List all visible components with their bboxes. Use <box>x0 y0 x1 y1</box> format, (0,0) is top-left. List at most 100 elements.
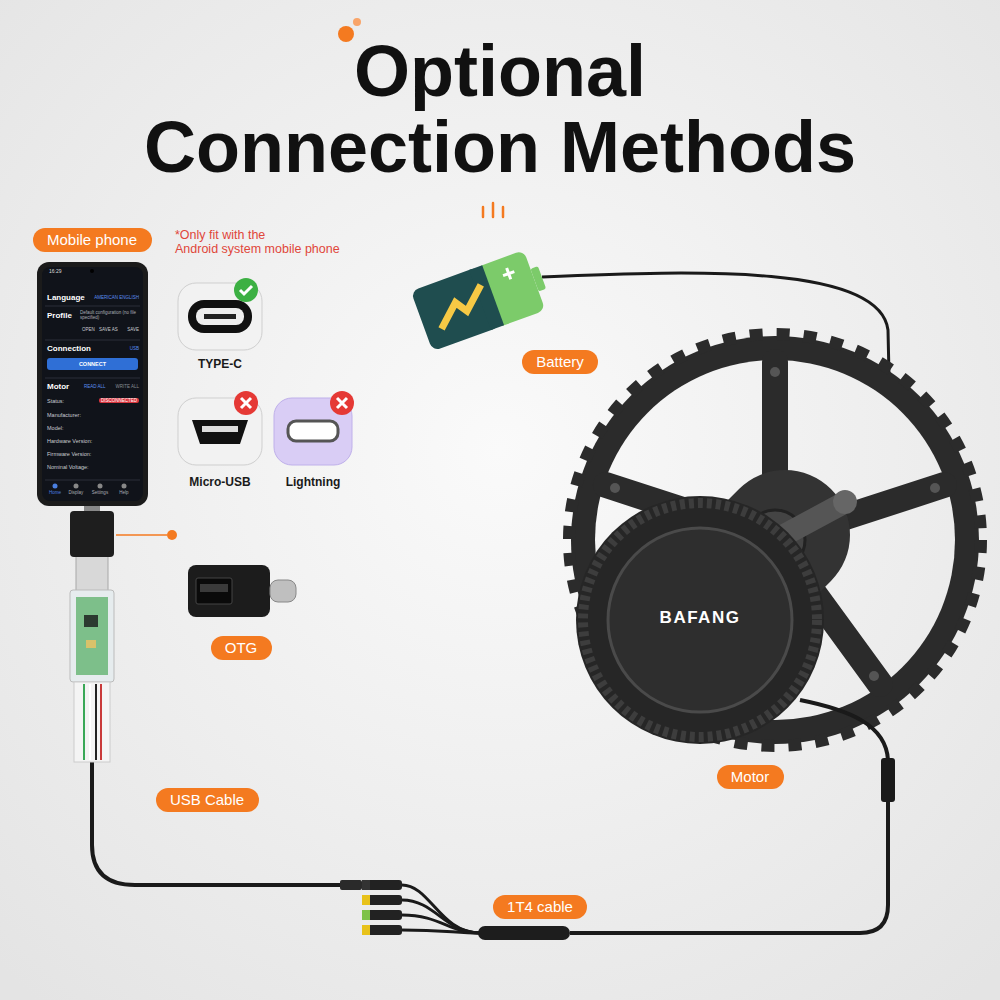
one-to-four-cable <box>478 926 570 940</box>
type-c-port <box>240 286 252 294</box>
chainring <box>571 336 979 744</box>
part-label-text: Battery <box>535 353 585 371</box>
part-label-text: OTG <box>224 639 259 657</box>
type-c-port <box>204 314 236 319</box>
screen-field: Firmware Version: <box>47 451 91 457</box>
status-badge: DISCONNECTED <box>99 398 139 403</box>
usb-dongle <box>100 684 102 760</box>
micro-usb-port <box>234 391 258 415</box>
part-label: OTG <box>211 636 272 660</box>
screen-heading: Profile <box>47 311 72 320</box>
phone <box>37 262 148 506</box>
motor-unit <box>833 490 857 514</box>
part-label-text: 1T4 cable <box>506 898 574 916</box>
title-dot <box>338 26 354 42</box>
screen-tab: Display <box>69 490 84 495</box>
one-to-four-cable <box>402 930 480 933</box>
screen-text: USB <box>130 346 139 351</box>
usb-dongle <box>74 682 110 762</box>
type-c-port <box>178 278 262 350</box>
one-to-four-cable <box>362 895 402 905</box>
screen-button: CONNECT <box>79 361 106 367</box>
otg-adapter <box>196 578 232 604</box>
one-to-four-cable <box>362 880 402 890</box>
phone <box>122 484 127 489</box>
lightning-port <box>330 391 354 415</box>
usb-dongle <box>86 640 96 648</box>
battery-icon <box>432 285 490 329</box>
part-label: Mobile phone <box>33 228 152 252</box>
usb-cable <box>92 762 342 885</box>
micro-usb-port <box>178 398 262 465</box>
part-label: 1T4 cable <box>493 895 587 919</box>
phone <box>45 306 140 480</box>
screen-button: WRITE ALL <box>115 384 139 389</box>
one-to-four-cable <box>402 900 480 933</box>
otg-adapter <box>270 580 296 602</box>
part-label-text: Mobile phone <box>46 231 139 249</box>
usb-dongle <box>95 684 97 760</box>
screen-field: Nominal Voltage: <box>47 464 89 470</box>
type-c-port <box>234 278 258 302</box>
one-to-four-cable <box>362 910 370 920</box>
type-c-port <box>196 308 244 325</box>
part-label-text: Motor <box>730 768 771 786</box>
part-label: USB Cable <box>156 788 259 812</box>
chainring <box>610 483 620 493</box>
micro-usb-port <box>192 420 248 444</box>
one-to-four-cable <box>362 910 402 920</box>
brand-logo: BAFANG <box>660 608 741 628</box>
otg-leader <box>116 534 167 536</box>
port-name: Micro-USB <box>189 476 250 490</box>
usb-cable <box>92 762 362 890</box>
screen-field: Hardware Version: <box>47 438 92 444</box>
part-label: Battery <box>522 350 598 374</box>
one-to-four-cable <box>362 880 370 890</box>
screen-tab: Home <box>49 490 61 495</box>
usb-dongle <box>89 684 91 760</box>
phone-adapter <box>70 505 114 557</box>
phone <box>74 484 79 489</box>
chainring <box>930 483 940 493</box>
battery-icon <box>501 266 516 281</box>
screen-heading: Language <box>47 293 85 302</box>
motor-cable <box>800 700 888 760</box>
port-name: TYPE-C <box>198 358 242 372</box>
compatibility-note: *Only fit with the Android system mobile… <box>175 228 395 257</box>
one-to-four-cable <box>402 885 480 933</box>
phone <box>90 269 94 273</box>
battery-marks <box>502 207 505 217</box>
battery-marks <box>492 203 495 217</box>
phone <box>37 262 148 506</box>
chainring <box>770 367 780 377</box>
part-label: Motor <box>717 765 784 789</box>
lightning-port <box>274 391 354 465</box>
part-label-text: USB Cable <box>169 791 246 809</box>
usb-dongle <box>84 684 101 760</box>
motor-unit <box>576 496 824 744</box>
otg-leader <box>116 530 177 540</box>
screen-field: Model: <box>47 425 64 431</box>
motor-cable <box>570 802 888 933</box>
otg-adapter <box>200 584 228 592</box>
screen-field: Manufacturer: <box>47 412 81 418</box>
usb-cable <box>340 880 362 890</box>
one-to-four-cable <box>362 925 402 935</box>
usb-dongle <box>70 590 114 682</box>
screen-text: Default configuration (no file specified… <box>80 310 138 320</box>
phone <box>45 340 140 341</box>
title-text: Optional Connection Methods <box>100 33 900 185</box>
one-to-four-cable <box>362 925 370 935</box>
battery-icon <box>411 247 553 351</box>
micro-usb-port <box>241 398 251 408</box>
phone-adapter <box>70 511 114 557</box>
screen-heading: Motor <box>47 382 69 391</box>
type-c-port <box>188 300 252 333</box>
screen-text: AMERICAN ENGLISH <box>94 295 139 300</box>
motor-cable <box>570 700 888 933</box>
chainring <box>869 671 879 681</box>
usb-dongle <box>76 552 108 592</box>
one-to-four-cable <box>402 885 480 933</box>
